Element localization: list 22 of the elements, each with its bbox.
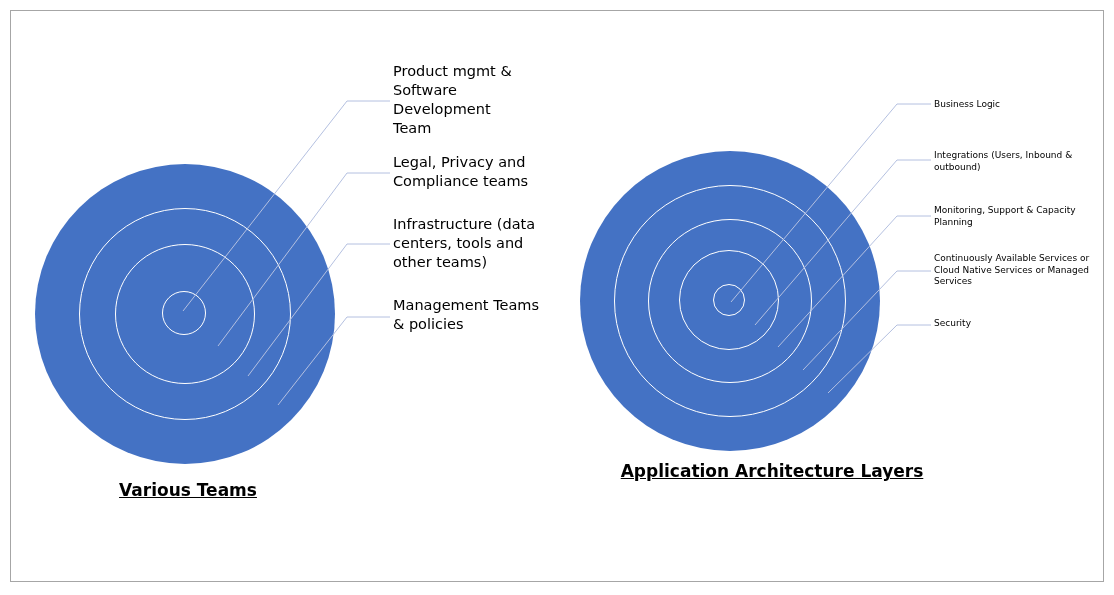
- leader-line: [182, 100, 391, 312]
- callout-text: Continuously Available Services or Cloud Native Services or Managed Services: [934, 253, 1094, 289]
- callout-text: Integrations (Users, Inbound & outbound): [934, 150, 1094, 174]
- callout-text: Legal, Privacy and Compliance teams: [393, 153, 533, 191]
- ring-circle: [162, 291, 206, 335]
- leader-line: [754, 159, 932, 326]
- leader-line: [217, 172, 391, 347]
- leader-line: [802, 270, 932, 371]
- callout-text: Security: [934, 318, 1094, 330]
- callout-text: Business Logic: [934, 99, 1094, 111]
- diagram-heading: Various Teams: [119, 480, 257, 500]
- leader-line: [247, 243, 391, 377]
- callout-text: Management Teams & policies: [393, 296, 543, 334]
- leader-line: [277, 316, 391, 406]
- callout-text: Infrastructure (data centers, tools and other teams): [393, 215, 553, 272]
- callout-text: Monitoring, Support & Capacity Planning: [934, 205, 1094, 229]
- callout-text: Product mgmt & Software Development Team: [393, 62, 523, 138]
- ring-circle: [712, 283, 745, 316]
- diagram-heading: Application Architecture Layers: [620, 461, 924, 481]
- leader-line: [777, 215, 932, 348]
- leader-line: [730, 103, 932, 303]
- leader-line: [827, 324, 932, 394]
